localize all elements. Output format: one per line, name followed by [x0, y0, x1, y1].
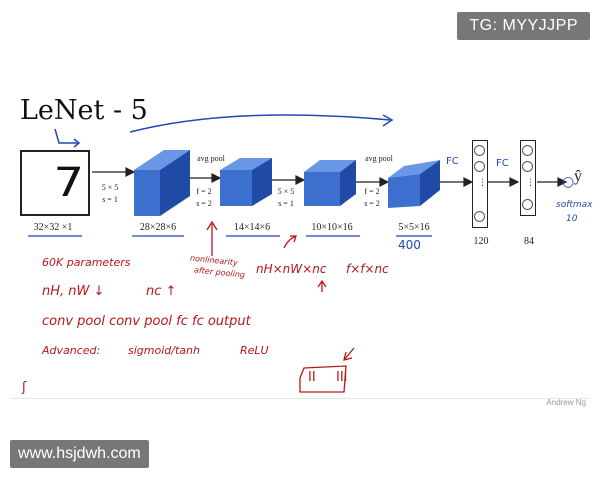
conv1-stride: s = 1 [102, 195, 118, 204]
softmax-note: softmax [556, 200, 593, 210]
sigmoid-note: sigmoid/tanh [128, 344, 200, 357]
fc2-size: 84 [524, 236, 534, 247]
pool2-name: avg pool [365, 154, 393, 163]
softmax-classes: 10 [566, 214, 578, 224]
url-watermark: www.hsjdwh.com [10, 440, 149, 468]
neuron-icon [474, 145, 485, 156]
formula-filter: f×f×nc [346, 262, 389, 276]
margin-mark: ʃ [22, 380, 27, 395]
relu-note: ReLU [240, 344, 269, 357]
fc1-tag: FC [446, 156, 459, 167]
neuron-icon [522, 161, 533, 172]
pool1-name: avg pool [197, 154, 225, 163]
circle-icon: ○ [562, 174, 575, 190]
pool2-units: 400 [398, 238, 421, 252]
pool1-stride: s = 2 [196, 199, 212, 208]
output-y-hat: ŷ [574, 168, 582, 185]
fc1-layer: ⋮ [472, 140, 488, 228]
pool1-filter: f = 2 [196, 187, 212, 196]
telegram-watermark: TG: MYYJJPP [457, 12, 590, 40]
neuron-icon [522, 199, 533, 210]
layer-sequence-note: conv pool conv pool fc fc output [42, 314, 251, 329]
conv1-volume [134, 150, 190, 170]
title-check-icon [54, 128, 81, 148]
pool2-volume [388, 160, 440, 178]
nh-nw-note: nH, nW ↓ [42, 284, 105, 299]
conv1-filter: 5 × 5 [101, 183, 119, 192]
advanced-note: Advanced: [42, 344, 101, 357]
nc-note: nc ↑ [146, 284, 177, 299]
fc2-tag: FC [496, 158, 509, 169]
author-credit: Andrew Ng [546, 398, 586, 407]
slide-footer-line [10, 398, 590, 399]
formula-volume: nH×nW×nc [256, 262, 327, 276]
conv2-volume [304, 160, 356, 172]
conv2-filter: 5 × 5 [277, 187, 295, 196]
neuron-icon [522, 145, 533, 156]
section-three-note: III [336, 370, 348, 385]
pool2-output-size: 5×5×16 [398, 222, 430, 233]
input-size-label: 32×32 ×1 [33, 222, 73, 233]
section-two-note: II [308, 370, 316, 385]
fc1-size: 120 [473, 236, 489, 247]
conv2-output-size: 10×10×16 [311, 222, 353, 233]
fc2-layer: ⋮ [520, 140, 536, 216]
pool1-volume [220, 158, 272, 170]
pool1-output-size: 14×14×6 [233, 222, 271, 233]
neuron-icon [474, 161, 485, 172]
conv2-stride: s = 1 [278, 199, 294, 208]
pool2-stride: s = 2 [364, 199, 380, 208]
slide-title: LeNet - 5 [20, 95, 148, 126]
neuron-icon [474, 211, 485, 222]
params-note: 60K parameters [42, 256, 131, 269]
input-image: 7 [20, 150, 90, 216]
input-digit: 7 [53, 160, 84, 206]
pool2-filter: f = 2 [364, 187, 380, 196]
conv1-output-size: 28×28×6 [139, 222, 177, 233]
